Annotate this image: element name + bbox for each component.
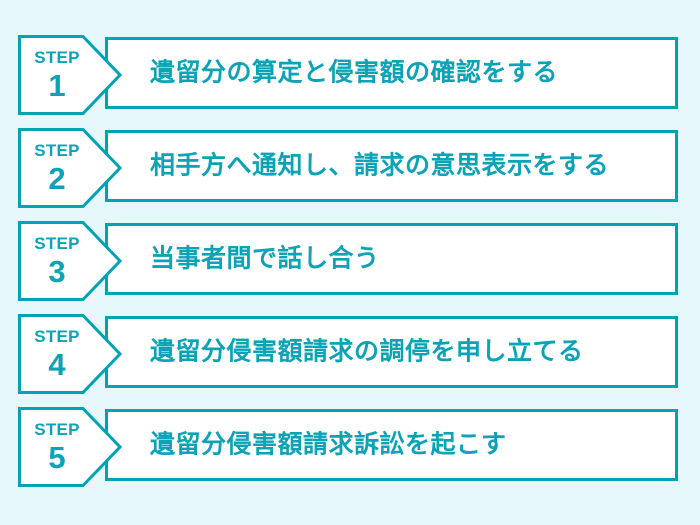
- step-row: 遺留分侵害額請求の調停を申し立てる STEP 4: [18, 314, 682, 394]
- step-label: 遺留分の算定と侵害額の確認をする: [150, 58, 559, 87]
- step-label: 遺留分侵害額請求の調停を申し立てる: [150, 337, 584, 366]
- step-row: 遺留分侵害額請求訴訟を起こす STEP 5: [18, 407, 682, 487]
- step-content-box: 相手方へ通知し、請求の意思表示をする: [105, 130, 678, 202]
- step-badge-pentagon-icon: [18, 221, 122, 301]
- step-row: 相手方へ通知し、請求の意思表示をする STEP 2: [18, 128, 682, 208]
- step-badge-pentagon-icon: [18, 314, 122, 394]
- step-badge: STEP 5: [18, 407, 122, 487]
- step-row: 当事者間で話し合う STEP 3: [18, 221, 682, 301]
- step-badge-pentagon-icon: [18, 128, 122, 208]
- step-content-box: 当事者間で話し合う: [105, 223, 678, 295]
- step-badge-pentagon-icon: [18, 35, 122, 115]
- step-label: 遺留分侵害額請求訴訟を起こす: [150, 430, 507, 459]
- step-badge: STEP 1: [18, 35, 122, 115]
- step-label: 当事者間で話し合う: [150, 244, 380, 273]
- step-label: 相手方へ通知し、請求の意思表示をする: [150, 151, 610, 180]
- step-content-box: 遺留分侵害額請求の調停を申し立てる: [105, 316, 678, 388]
- step-badge-pentagon-icon: [18, 407, 122, 487]
- step-content-box: 遺留分侵害額請求訴訟を起こす: [105, 409, 678, 481]
- step-row: 遺留分の算定と侵害額の確認をする STEP 1: [18, 35, 682, 115]
- step-badge: STEP 4: [18, 314, 122, 394]
- step-content-box: 遺留分の算定と侵害額の確認をする: [105, 37, 678, 109]
- step-badge: STEP 2: [18, 128, 122, 208]
- step-badge: STEP 3: [18, 221, 122, 301]
